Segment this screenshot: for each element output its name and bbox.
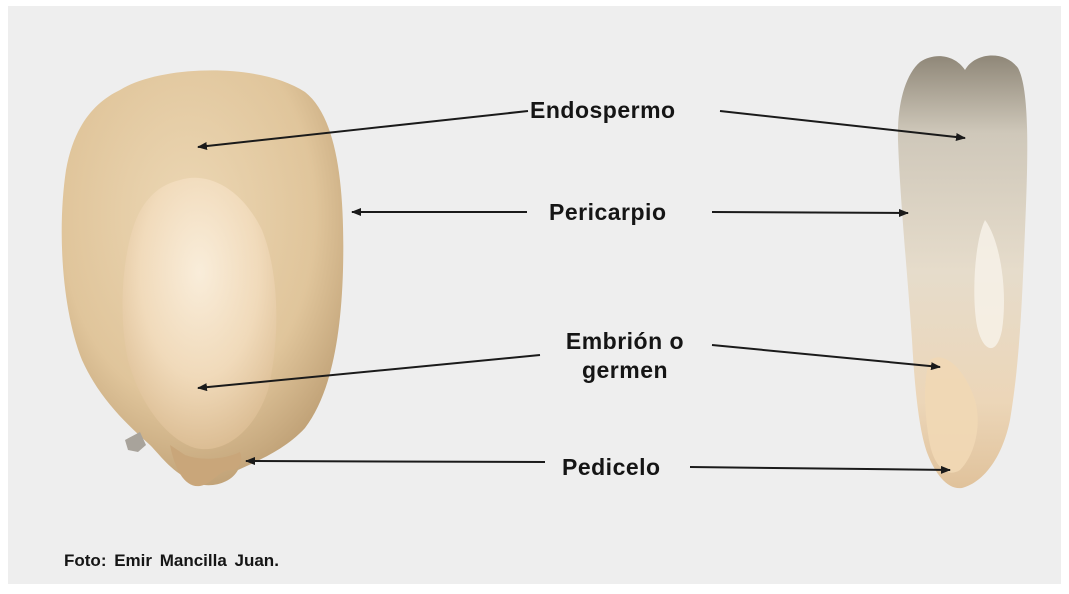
label-pericarp: Pericarpio	[549, 199, 667, 226]
kernel-front-view	[62, 70, 344, 486]
arrow-pericarp-side	[712, 212, 908, 213]
label-embryo-line1: Embrión o	[545, 327, 705, 356]
arrow-pedicel-side	[690, 467, 950, 470]
label-pedicel: Pedicelo	[562, 454, 661, 481]
kernel-side-view	[898, 55, 1027, 488]
arrow-pedicel-front	[246, 461, 545, 462]
photo-credit: Foto: Emir Mancilla Juan.	[64, 551, 279, 571]
label-endosperm: Endospermo	[530, 97, 676, 124]
arrow-embryo-side	[712, 345, 940, 367]
label-embryo: Embrión o germen	[545, 327, 705, 385]
label-embryo-line2: germen	[545, 356, 705, 385]
